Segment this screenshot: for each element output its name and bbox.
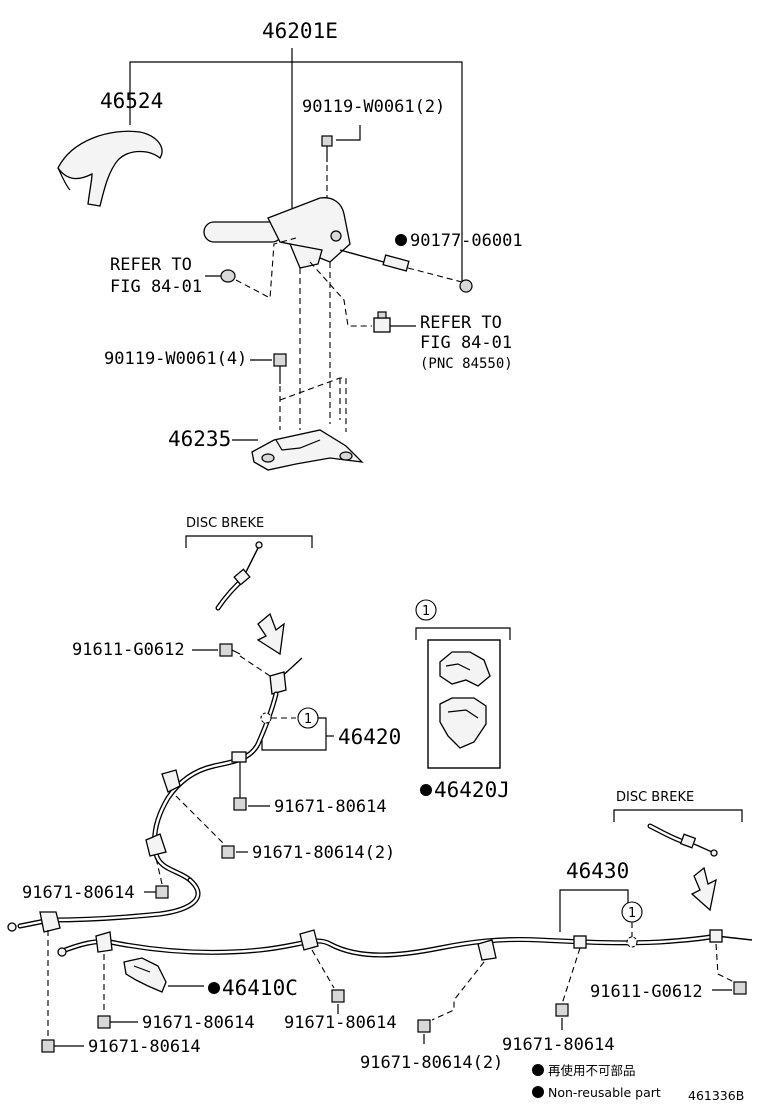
callout-1c-label: 1 (628, 906, 636, 921)
label-refer-right-1: REFER TO (420, 313, 502, 333)
label-91671-80614-g: 91671-80614 (502, 1035, 615, 1055)
bolt-a-icon (233, 762, 247, 811)
label-91671-80614-2-h: 91671-80614(2) (360, 1053, 503, 1073)
bolt-91611-left-icon (219, 643, 241, 657)
figure-id: 461336B (688, 1088, 744, 1103)
legend-dot-en (532, 1086, 544, 1098)
bolt-91611-right-icon (733, 981, 747, 995)
grommet-icon (220, 269, 236, 283)
label-91671-80614-e: 91671-80614 (88, 1037, 201, 1057)
bolt-upper-icon (321, 135, 333, 162)
label-46420j: 46420J (434, 778, 510, 802)
cable-46420-part (47, 657, 303, 923)
bolt-d-icon (97, 1015, 111, 1029)
label-90119-w0061-4: 90119-W0061(4) (104, 349, 247, 369)
label-91611-g0612-left: 91611-G0612 (72, 640, 185, 660)
bolt-c-icon (155, 885, 169, 899)
legend-nonreusable-en: Non-reusable part (548, 1085, 661, 1100)
label-46524: 46524 (100, 89, 163, 113)
label-46235: 46235 (168, 427, 231, 451)
bolt-lower-icon (273, 353, 287, 384)
label-refer-left-2: FIG 84-01 (110, 277, 202, 297)
label-46430: 46430 (566, 859, 629, 883)
cable-46430-part (57, 929, 753, 961)
label-91671-80614-f: 91671-80614 (284, 1013, 397, 1033)
nonreusable-dot-icon (395, 234, 407, 246)
label-91671-80614-2-b: 91671-80614(2) (252, 843, 395, 863)
direction-arrow-right-icon (690, 866, 717, 912)
bolt-g-icon (555, 1003, 569, 1017)
disc-brake-right-cable-end (647, 823, 718, 857)
label-90119-w0061-2: 90119-W0061(2) (302, 97, 445, 117)
direction-arrow-icon (256, 612, 285, 656)
nut-icon (459, 279, 473, 293)
lever-cover-part (57, 130, 163, 207)
label-refer-left-1: REFER TO (110, 255, 192, 275)
callout-1a-label: 1 (304, 712, 312, 727)
label-46410c: 46410C (222, 976, 298, 1000)
bolt-h-icon (417, 1019, 431, 1033)
bolt-b-icon (221, 845, 235, 859)
parking-lever-part (203, 197, 410, 272)
lever-bracket-part (251, 429, 364, 471)
label-46201e: 46201E (262, 19, 338, 43)
bolt-e-icon (41, 1039, 55, 1053)
leader-46201e (129, 61, 463, 282)
bolt-f-icon (331, 989, 345, 1003)
nonreusable-dot-icon-2 (420, 784, 432, 796)
clamp-kit-part (439, 651, 491, 749)
label-91671-80614-a: 91671-80614 (274, 797, 387, 817)
disc-brake-left-cable-end (215, 541, 263, 611)
cable-left-end (7, 911, 67, 957)
label-46420: 46420 (338, 725, 401, 749)
label-91671-80614-c: 91671-80614 (22, 883, 135, 903)
label-91671-80614-d: 91671-80614 (142, 1013, 255, 1033)
legend-dot-jp (532, 1064, 544, 1076)
label-91611-g0612-right: 91611-G0612 (590, 982, 703, 1002)
bracket-46410c-part (123, 957, 167, 993)
label-disc-brake-left: DISC BREKE (186, 516, 264, 531)
legend-nonreusable-jp: 再使用不可部品 (548, 1063, 636, 1078)
switch-connector-part (373, 311, 391, 333)
label-90177-06001: 90177-06001 (410, 231, 523, 251)
leader-90119-upper (336, 125, 361, 141)
label-refer-right-pnc: (PNC 84550) (420, 356, 513, 372)
nonreusable-dot-icon-3 (208, 982, 220, 994)
label-refer-right-2: FIG 84-01 (420, 333, 512, 353)
label-disc-brake-right: DISC BREKE (616, 790, 694, 805)
callout-1b-label: 1 (422, 604, 430, 619)
